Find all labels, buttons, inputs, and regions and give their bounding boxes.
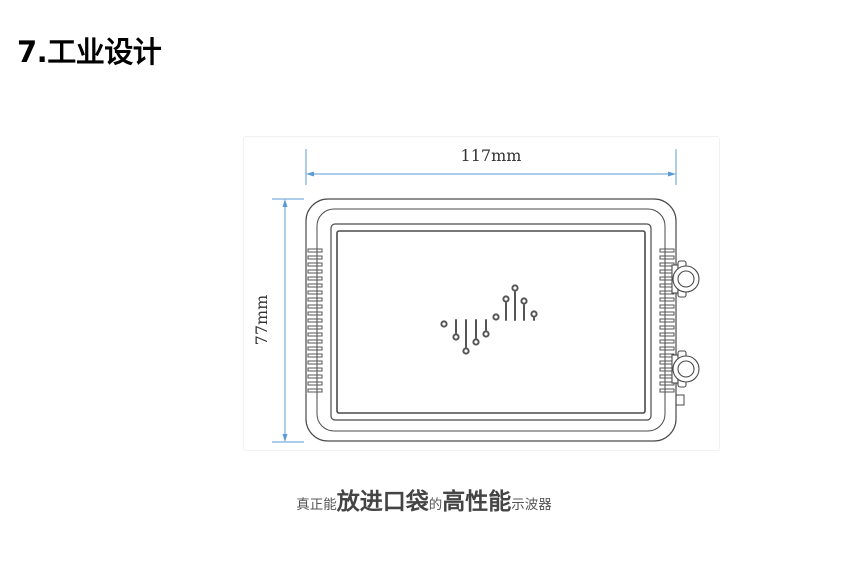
caption-part-3: 的 <box>428 497 443 513</box>
caption-part-5: 示波器 <box>511 497 552 513</box>
product-dimension-drawing: 117mm 77mm <box>244 137 719 450</box>
product-caption: 真正能放进口袋的高性能示波器 <box>0 484 848 523</box>
device-body <box>305 198 677 442</box>
left-grip-ridges <box>307 248 323 393</box>
height-dimension <box>272 198 304 443</box>
section-title: 7.工业设计 <box>17 35 162 69</box>
bnc-connector-2 <box>671 350 700 388</box>
height-label: 77mm <box>252 295 271 346</box>
caption-part-1: 真正能 <box>296 497 337 513</box>
circuit-waveform-icon <box>440 284 538 355</box>
width-label: 117mm <box>461 146 522 165</box>
bnc-connector-1 <box>671 260 700 298</box>
width-dimension <box>305 149 677 185</box>
side-port <box>675 394 685 406</box>
caption-part-2: 放进口袋 <box>336 489 429 515</box>
caption-part-4: 高性能 <box>442 489 512 515</box>
